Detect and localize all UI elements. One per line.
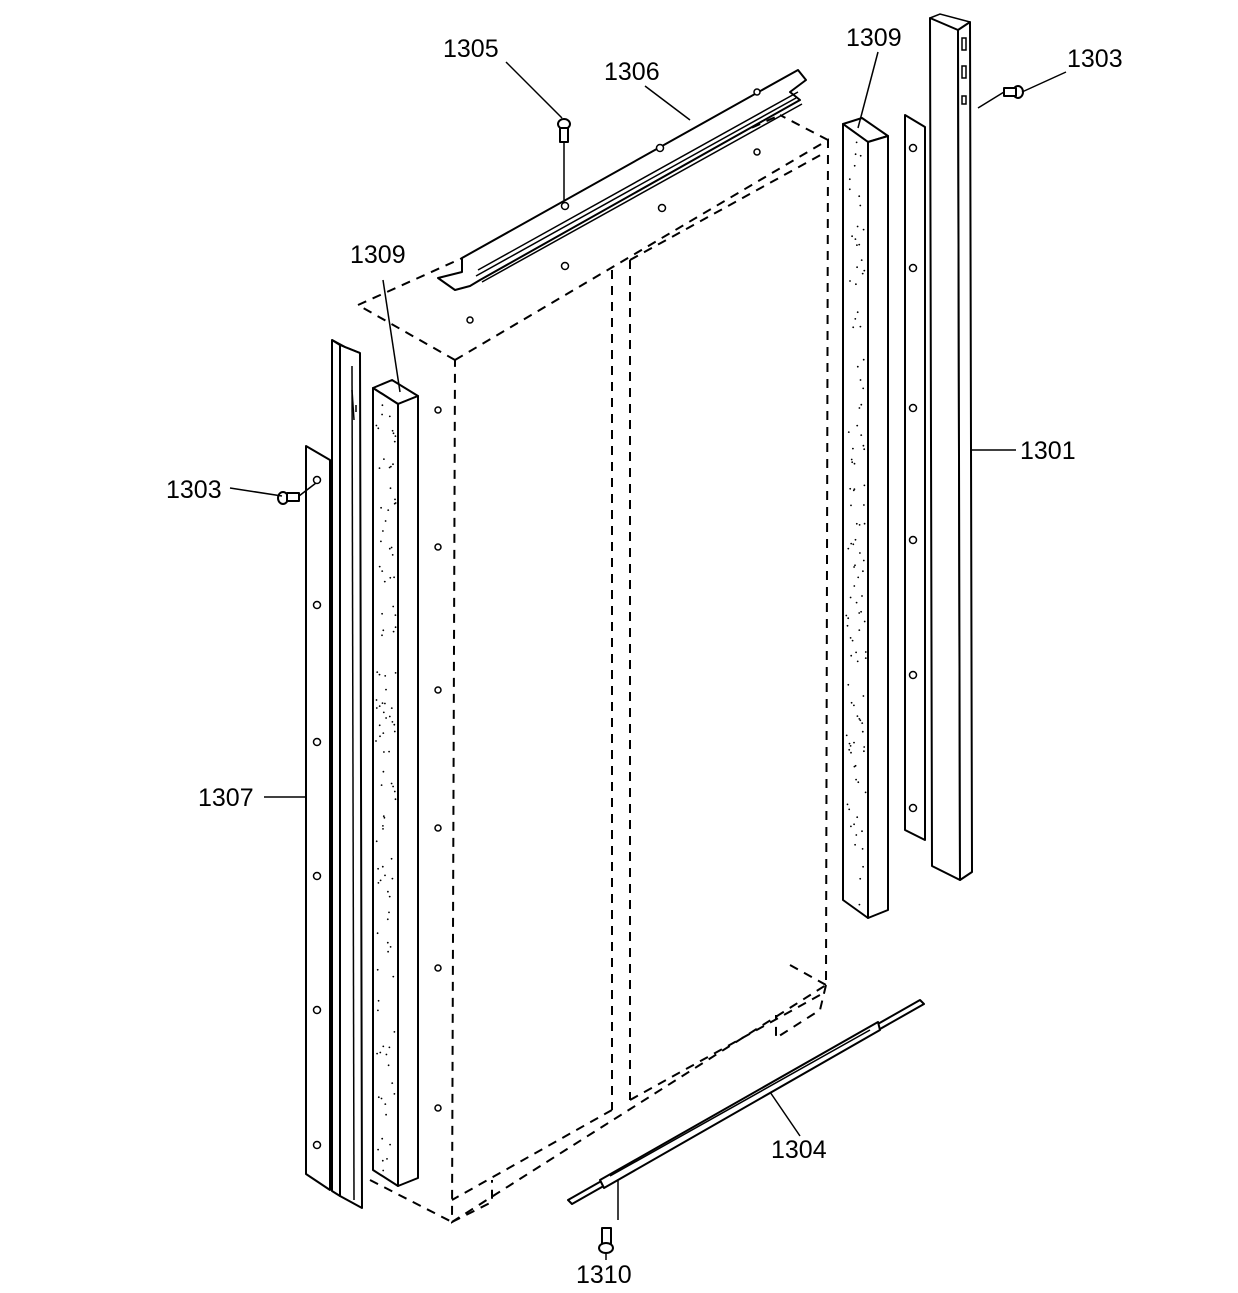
callout-1310: 1310 <box>576 1261 632 1289</box>
callout-1303-right: 1303 <box>1067 45 1123 73</box>
right-foam-strip-1309 <box>842 117 889 919</box>
callout-1307: 1307 <box>198 784 254 812</box>
callout-1306: 1306 <box>604 58 660 86</box>
screw-1310 <box>598 1180 619 1254</box>
callout-1301: 1301 <box>1020 437 1076 465</box>
leader-lines <box>229 51 1067 1260</box>
bottom-trim-1304 <box>567 999 925 1205</box>
callout-1305: 1305 <box>443 35 499 63</box>
screw-1303-right <box>977 85 1024 109</box>
door-panel-outline <box>357 114 830 1224</box>
callout-1303-left: 1303 <box>166 476 222 504</box>
right-channel-1301 <box>904 13 973 881</box>
left-foam-strip-1309 <box>372 379 442 1187</box>
screw-1303-left <box>277 482 317 505</box>
callout-1304: 1304 <box>771 1136 827 1164</box>
screw-1305 <box>557 118 571 200</box>
top-trim-1306 <box>437 69 807 324</box>
left-channel-1307 <box>305 339 363 1209</box>
callout-labels: 1305 1306 1309 1303 1309 1301 1303 1307 … <box>166 24 1123 1289</box>
callout-1309-right: 1309 <box>846 24 902 52</box>
callout-1309-left: 1309 <box>350 241 406 269</box>
